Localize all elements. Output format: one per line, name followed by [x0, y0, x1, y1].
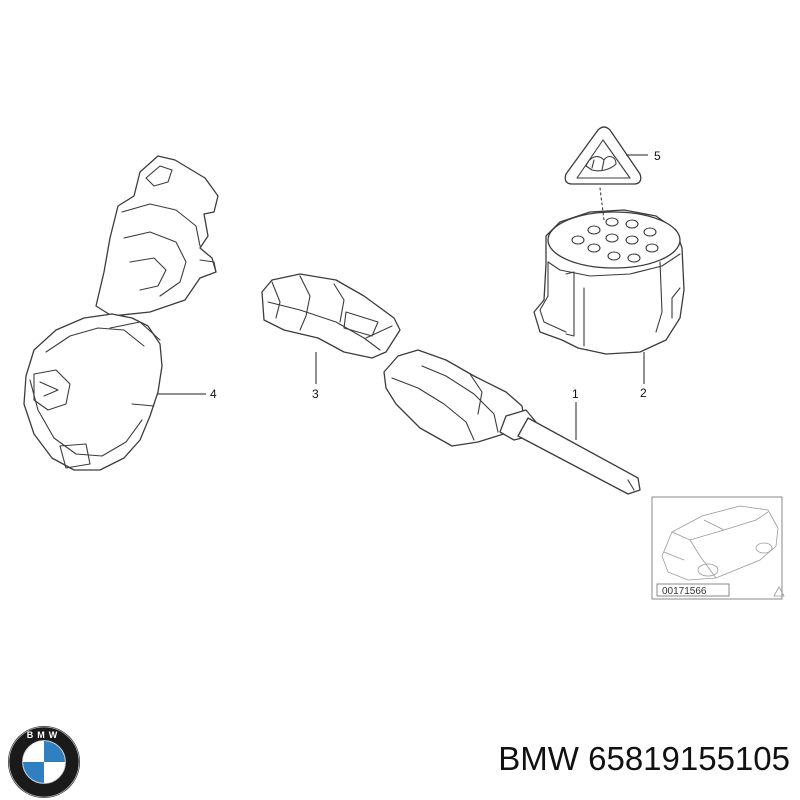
bmw-logo-letters: BMW — [27, 730, 62, 740]
part-number: 65819155105 — [588, 740, 790, 777]
part-1-sensor — [383, 349, 641, 495]
callout-4: 4 — [210, 387, 217, 401]
part-5-warning-label — [564, 126, 642, 185]
part-2-housing — [533, 187, 685, 355]
callout-1: 1 — [572, 387, 579, 401]
vehicle-thumbnail: 00171566 — [651, 496, 785, 600]
pin-holes — [571, 217, 659, 263]
callout-3: 3 — [312, 387, 319, 401]
part-number-label: BMW 65819155105 — [350, 740, 790, 778]
part-3-connector — [261, 273, 401, 359]
part-4-bracket — [23, 155, 219, 471]
thumbnail-image-number: 00171566 — [662, 586, 707, 597]
brand-name: BMW — [498, 740, 579, 777]
thumbnail-warning-icon — [773, 586, 785, 597]
callout-5: 5 — [654, 149, 661, 163]
callout-2: 2 — [640, 386, 647, 400]
bmw-logo: BMW — [8, 726, 80, 798]
